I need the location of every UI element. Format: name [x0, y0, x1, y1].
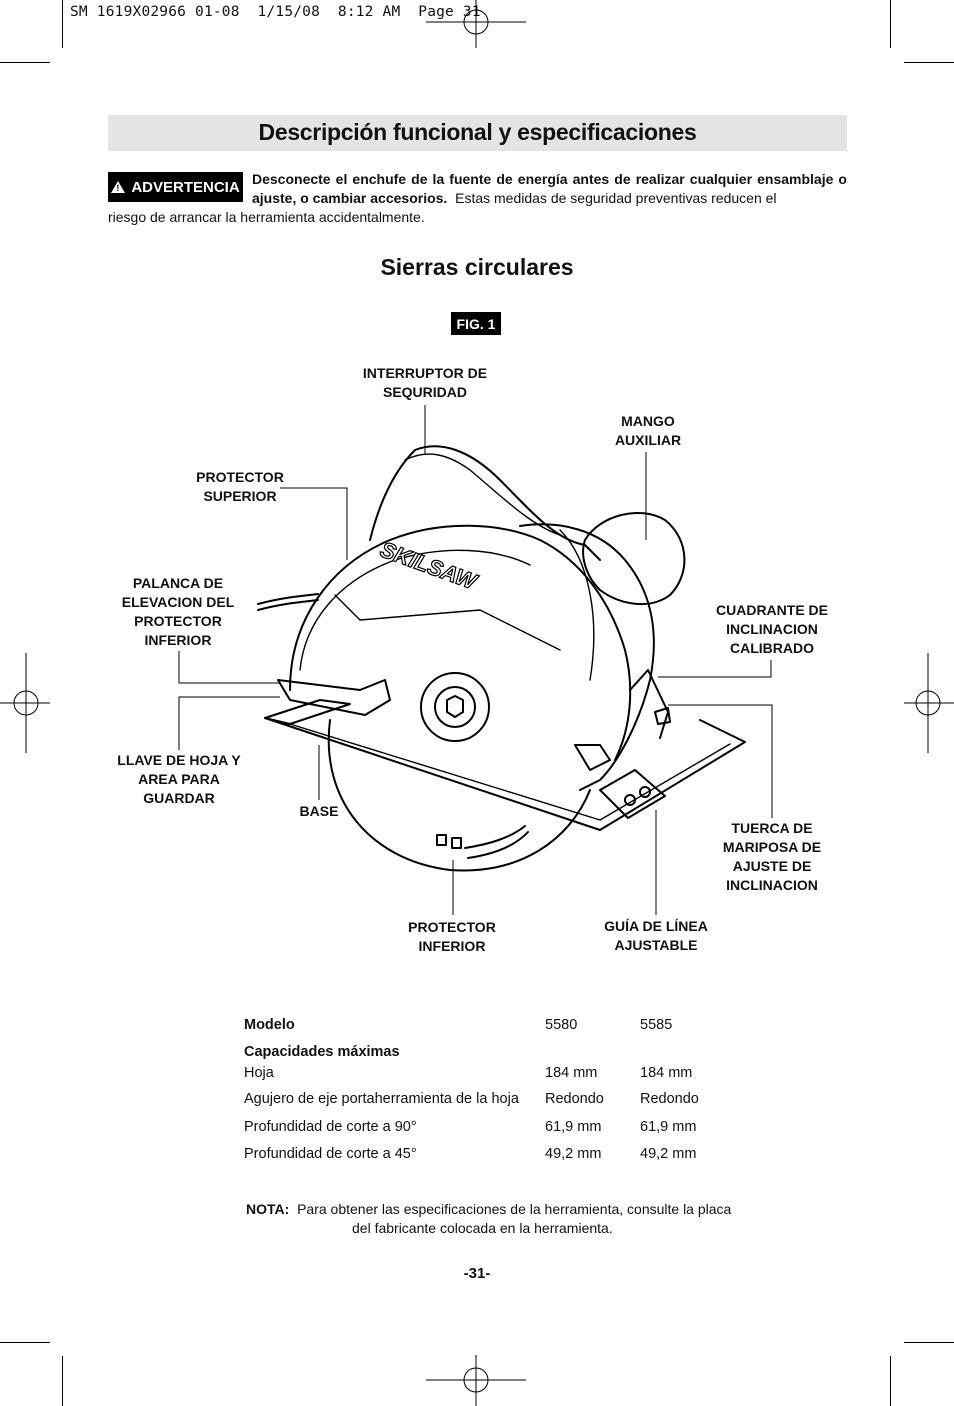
- blade-arbor: [420, 672, 490, 742]
- leader-lines: [178, 405, 773, 915]
- note-label: NOTA:: [246, 1201, 290, 1217]
- lower-guard: [327, 719, 591, 872]
- label-base: BASE: [299, 803, 339, 819]
- motor-housing: [519, 523, 655, 791]
- row-label: Hoja: [244, 1065, 274, 1081]
- line-guide: [599, 769, 666, 819]
- capacities-label: Capacidades máximas: [244, 1044, 400, 1060]
- label-bevel-wing-nut: TUERCA DE MARIPOSA DE AJUSTE DE INCLINAC…: [722, 820, 822, 893]
- row-value: Redondo: [640, 1091, 699, 1107]
- note: NOTA: Para obtener las especificaciones …: [246, 1200, 731, 1219]
- row-value: 49,2 mm: [545, 1146, 602, 1162]
- brand-logo-text: SKILSAW: [377, 537, 482, 596]
- model-5585: 5585: [640, 1017, 673, 1033]
- warning-normal-text: Estas medidas de seguridad preventivas r…: [455, 190, 777, 206]
- table-row: Profundidad de corte a 90° 61,9 mm 61,9 …: [244, 1119, 724, 1139]
- table-row: Hoja 184 mm 184 mm: [244, 1065, 724, 1085]
- row-value: Redondo: [545, 1091, 604, 1107]
- table-row: Agujero de eje portaherramienta de la ho…: [244, 1091, 724, 1111]
- capacities-heading: Capacidades máximas: [244, 1044, 724, 1064]
- row-value: 184 mm: [640, 1065, 693, 1081]
- model-5580: 5580: [545, 1017, 578, 1033]
- model-label: Modelo: [244, 1017, 295, 1033]
- label-safety-switch: INTERRUPTOR DE SEQURIDAD: [362, 365, 488, 400]
- table-row: Profundidad de corte a 45° 49,2 mm 49,2 …: [244, 1146, 724, 1166]
- warning-icon: !: [111, 181, 126, 193]
- bevel-wing-nut: [654, 707, 671, 725]
- row-value: 61,9 mm: [640, 1119, 697, 1135]
- page-number: -31-: [463, 1265, 491, 1282]
- circular-saw-diagram: SKILSAW: [178, 405, 773, 915]
- label-line-guide: GUÍA DE LÍNEA AJUSTABLE: [604, 918, 708, 953]
- warning-text-continued: riesgo de arrancar la herramienta accide…: [108, 209, 425, 225]
- main-handle: [369, 445, 601, 561]
- bevel-quadrant: [629, 669, 669, 739]
- auxiliary-handle: [582, 511, 686, 606]
- warning-badge-label: ADVERTENCIA: [131, 178, 240, 196]
- warning-text: Desconecte el enchufe de la fuente de en…: [252, 170, 847, 208]
- row-value: 184 mm: [545, 1065, 598, 1081]
- table-header-row: Modelo 5580 5585: [244, 1017, 724, 1037]
- row-label: Agujero de eje portaherramienta de la ho…: [244, 1091, 519, 1107]
- label-auxiliary-handle: MANGO AUXILIAR: [614, 413, 682, 448]
- upper-guard: [289, 524, 632, 761]
- warning-badge: ! ADVERTENCIA: [108, 172, 243, 202]
- row-label: Profundidad de corte a 45°: [244, 1146, 417, 1162]
- section-title: Sierras circulares: [380, 254, 574, 280]
- row-value: 61,9 mm: [545, 1119, 602, 1135]
- figure-label: FIG. 1: [451, 312, 501, 335]
- note-line-1: Para obtener las especificaciones de la …: [297, 1201, 732, 1217]
- base-plate: [264, 699, 351, 725]
- row-label: Profundidad de corte a 90°: [244, 1119, 417, 1135]
- label-bevel-quadrant: CUADRANTE DE INCLINACION CALIBRADO: [716, 602, 828, 656]
- section-header: Descripción funcional y especificaciones: [108, 115, 847, 151]
- label-lower-guard: PROTECTOR INFERIOR: [408, 919, 496, 954]
- warning-bold-text: Desconecte el enchufe de la fuente de en…: [252, 171, 847, 206]
- row-value: 49,2 mm: [640, 1146, 697, 1162]
- rotation-arrow: [464, 825, 526, 849]
- label-blade-wrench: LLAVE DE HOJA Y AREA PARA GUARDAR: [117, 752, 241, 806]
- lower-guard-lever: [277, 679, 391, 716]
- page-title: Descripción funcional y especificaciones: [258, 119, 697, 145]
- label-lower-guard-lever: PALANCA DE ELEVACION DEL PROTECTOR INFER…: [121, 575, 235, 648]
- label-upper-guard: PROTECTOR SUPERIOR: [196, 469, 284, 504]
- note-line-2: del fabricante colocada en la herramient…: [352, 1220, 613, 1236]
